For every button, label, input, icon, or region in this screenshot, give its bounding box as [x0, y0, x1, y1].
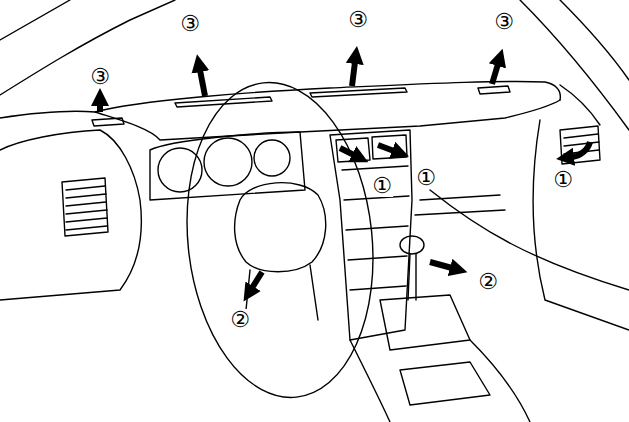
dash-left: [0, 130, 141, 300]
callout-number: ②: [477, 271, 499, 293]
panel-line: [342, 166, 409, 290]
defroster-slot: [310, 88, 407, 97]
side-vent: [560, 126, 600, 164]
steering-wheel: [172, 73, 388, 407]
airflow-arrow: [572, 142, 590, 157]
airflow-arrow: [492, 64, 498, 84]
console: [380, 295, 470, 350]
center-vent: [336, 135, 407, 162]
shift-knob: [400, 236, 424, 254]
callout-number: ③: [179, 13, 201, 35]
side-demister: [478, 86, 510, 94]
pillar-line: [0, 0, 70, 40]
airflow-arrow: [200, 70, 205, 96]
pillar-line: [520, 0, 629, 130]
steering-column: [245, 265, 318, 320]
airflow-arrow: [252, 272, 262, 288]
center-stack: [330, 130, 412, 340]
callout-number: ③: [89, 66, 111, 88]
airflow-arrow: [378, 145, 394, 151]
shift-lever: [408, 254, 416, 300]
airflow-arrow: [340, 148, 354, 155]
cluster-hood: [150, 132, 305, 200]
vent-grille: [66, 186, 107, 230]
callout-number: ①: [371, 175, 393, 197]
gauge: [204, 138, 252, 186]
gauge: [254, 140, 290, 176]
callout-number: ①: [552, 169, 574, 191]
wheel-hub: [235, 183, 326, 272]
airflow-arrow: [97, 104, 103, 112]
side-vent: [62, 178, 108, 236]
pillar-line: [560, 0, 629, 80]
airflow-arrow: [430, 262, 452, 268]
dash-lower: [430, 190, 629, 290]
callout-number: ③: [347, 9, 369, 31]
pillar-line: [0, 0, 175, 95]
dash-top: [95, 100, 560, 140]
callout-number: ①: [415, 167, 437, 189]
dash-top: [0, 81, 560, 118]
callout-number: ②: [229, 309, 251, 331]
gauge: [158, 148, 202, 192]
airflow-arrow: [352, 62, 355, 86]
side-demister: [92, 118, 124, 126]
console: [350, 340, 530, 422]
callout-number: ③: [493, 11, 515, 33]
pillar-line: [560, 85, 600, 125]
door-line: [533, 120, 629, 330]
